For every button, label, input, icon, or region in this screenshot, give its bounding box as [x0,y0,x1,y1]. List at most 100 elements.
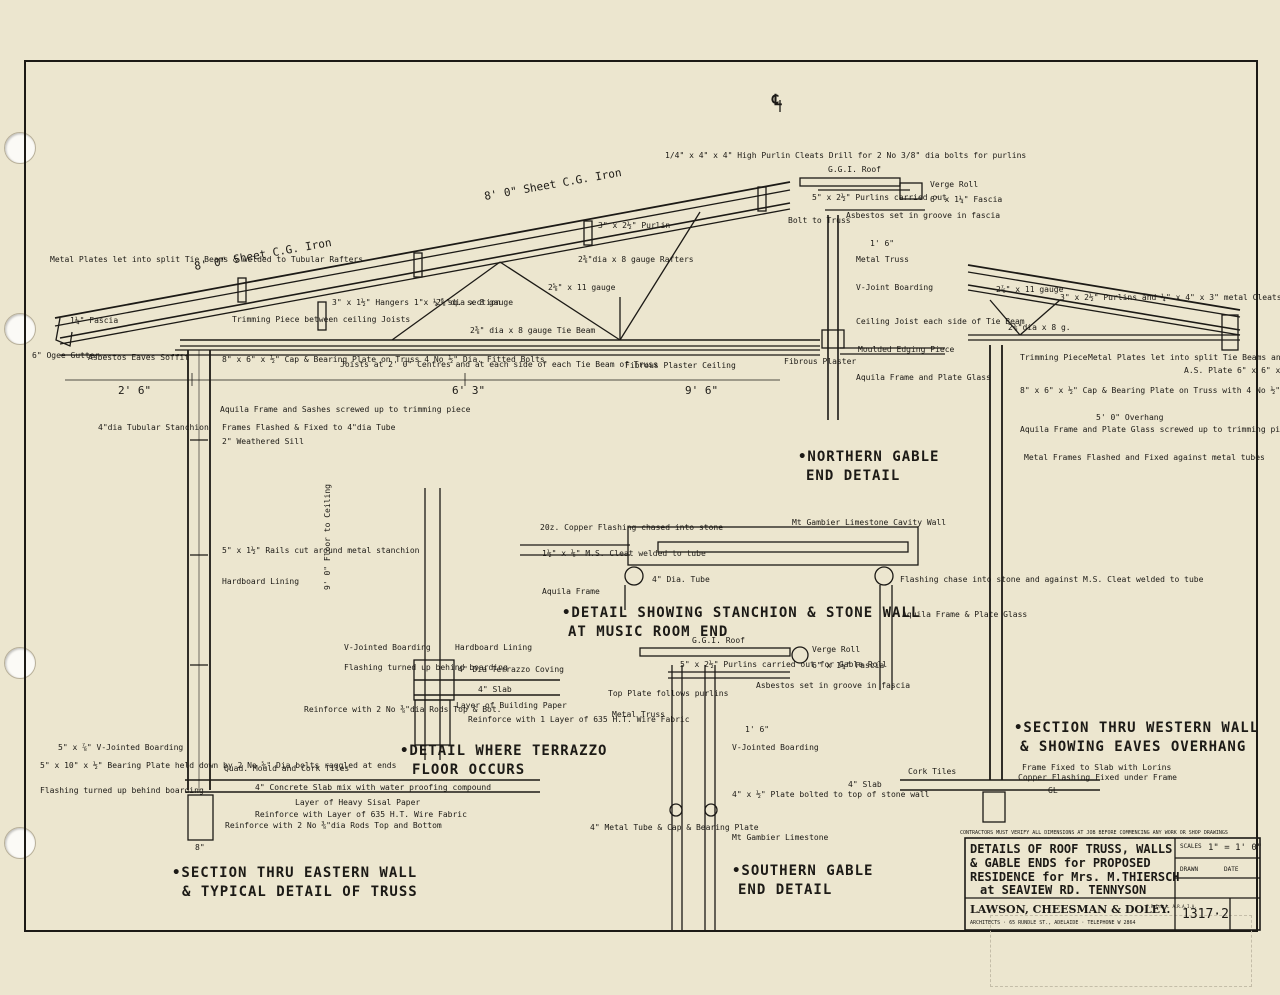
label-tie-beam: 2⅜" dia x 8 gauge Tie Beam [470,326,595,335]
label-asbestos-groove: Asbestos set in groove in fascia [846,211,1000,220]
title-line-2: & GABLE ENDS for PROPOSED [970,856,1151,870]
date-label: DATE [1224,866,1239,873]
label-reinforce-fabric: Reinforce with Layer of 635 H.T. Wire Fa… [255,810,467,819]
terrazzo-subtitle: FLOOR OCCURS [412,762,525,778]
dim-1-6: 1' 6" [870,239,894,248]
east-section-title: •SECTION THRU EASTERN WALL [172,865,417,881]
scales-label: SCALES [1180,843,1202,850]
south-gable-title: •SOUTHERN GABLE [732,863,873,879]
label-metal-plates: Metal Plates let into split Tie Beams & … [50,255,363,264]
label-ogee-gutter: 6" Ogee Gutter [32,351,100,360]
label-purlin: 3" x 2½" Purlin [598,220,670,230]
label-tz-reinforce: Reinforce with 1 Layer of 635 H.T. Wire … [468,715,690,724]
label-tz-flashing: Flashing turned up behind boarding [344,663,508,672]
title-block: CONTRACTORS MUST VERIFY ALL DIMENSIONS A… [960,830,1262,926]
label-rails: 5" x 1½" Rails cut around metal stanchio… [222,545,420,555]
label-tz-vjoint: V-Jointed Boarding [344,643,431,652]
label-ws-frame: Frame Fixed to Slab with Lorins [1022,763,1171,772]
label-quad-mould: Quad. Mould and Cork Tiles [224,764,349,773]
label-music-copper: 20z. Copper Flashing chased into stone [540,523,723,532]
drawn-label: DRAWN [1180,866,1198,873]
label-concrete-slab: 4" Concrete Slab mix with water proofing… [255,783,491,792]
label-w-overhang: 5' 0" Overhang [1096,413,1164,422]
label-fibrous-ceiling: Fibrous Plaster Ceiling [625,361,736,370]
label-gauge-11: 2⅝" x 11 gauge [548,283,616,292]
label-bearing-plate: 5" x 10" x ½" Bearing Plate held down by… [40,760,397,770]
punch-hole [4,647,36,679]
label-s-limestone: Mt Gambier Limestone [732,833,829,842]
label-reinforce-rods: Reinforce with 2 No ⅜"dia Rods Top and B… [225,821,442,830]
label-weathered-sill: 2" Weathered Sill [222,437,304,446]
label-w-asplate: A.S. Plate 6" x 6" x ⅜" [1184,366,1280,375]
dim-8: 8" [195,843,205,852]
label-ws-cork: Cork Tiles [908,767,956,776]
label-w-frames: Metal Frames Flashed and Fixed against m… [1024,453,1265,462]
label-music-flashing: Flashing chase into stone and against M.… [900,575,1204,584]
label-ws-copper: Copper Flashing Fixed under Frame [1018,773,1177,782]
label-s-vjoint: V-Jointed Boarding [732,743,819,752]
label-cap-bearing: 8" x 6" x ½" Cap & Bearing Plate on Trus… [222,354,545,364]
label-moulded-edging: Moulded Edging Piece [858,345,955,354]
label-music-aquila: Aquila Frame [542,587,600,596]
label-s-topplate: Top Plate follows purlins [608,689,729,698]
drawing-border [24,60,1258,932]
north-gable-subtitle: END DETAIL [806,468,900,484]
label-fascia-gable: 6" x 1¼" Fascia [930,195,1002,204]
east-section-subtitle: & TYPICAL DETAIL OF TRUSS [182,884,418,900]
label-tz-hardboard: Hardboard Lining [455,643,532,652]
south-gable-subtitle: END DETAIL [738,882,832,898]
music-room-subtitle: AT MUSIC ROOM END [568,624,728,640]
label-w-gauge8: 2⅜"dia x 8 g. [1008,323,1071,332]
west-section-title: •SECTION THRU WESTERN WALL [1014,720,1259,736]
contractor-note: CONTRACTORS MUST VERIFY ALL DIMENSIONS A… [960,830,1228,836]
label-ceiling-joist: Ceiling Joist each side of Tie Beam [856,317,1025,326]
label-gauge-8: 2⅜"dia x 8 gauge [436,298,513,307]
label-s-purlins: 5" x 2½" Purlins carried out for Gable R… [680,659,887,669]
label-rafters: 2⅜"dia x 8 gauge Rafters [578,255,694,264]
label-s-fascia: 6" x 1¼" Fascia [812,661,884,670]
label-fascia: 1¼" Fascia [70,316,118,325]
label-ggi-roof: G.G.I. Roof [828,165,881,174]
punch-hole [4,132,36,164]
label-tz-slab: 4" Slab [478,685,512,694]
linework [54,100,1261,931]
firm-name: LAWSON, CHEESMAN & DOLEY. [970,903,1170,916]
label-tz-coving: 4" Dia Terrazzo Coving [458,665,564,674]
label-w-plates: Metal Plates let into split Tie Beams an… [1088,353,1280,362]
label-ws-slab: 4" Slab [848,780,882,789]
label-joists: Joists at 2' 0" Centres and at each side… [340,360,658,369]
music-room-title: •DETAIL SHOWING STANCHION & STONE WALL [562,605,920,621]
north-gable-title: •NORTHERN GABLE [798,449,939,465]
title-line-4: at SEAVIEW RD. TENNYSON [980,883,1146,897]
label-trimming-piece: Trimming Piece between ceiling Joists [232,315,410,324]
scales-value: 1" = 1' 0" [1208,843,1262,853]
label-asbestos-soffit: Asbestos Eaves Soffit [88,353,189,362]
dim-9-6: 9' 6" [685,384,718,397]
label-aquila-plate: Aquila Frame and Plate Glass [856,373,991,382]
label-flashing-behind: Flashing turned up behind boarding [40,786,204,795]
label-floor-ceiling: 9' 0" Floor to Ceiling [323,484,332,590]
label-hangers: 3" x 1½" Hangers 1"x ¼" sq. section [332,297,501,307]
label-s-verge: Verge Roll [812,645,860,654]
annotations: ℄ 8' 0" Sheet C.G. Iron 8' 0" Sheet C.G.… [32,91,1280,900]
label-s-tube: 4" Metal Tube & Cap & Bearing Plate [590,823,759,832]
label-w-trimming: Trimming Piece [1020,353,1088,362]
label-metal-truss: Metal Truss [856,255,909,264]
dim-s-1-6: 1' 6" [745,725,769,734]
label-hardboard-lining: Hardboard Lining [222,577,299,586]
label-frames-flashed: Frames Flashed & Fixed to 4"dia Tube [222,423,396,432]
label-ws-gl: GL [1048,786,1058,795]
label-w-purlins: 3" x 2½" Purlins and ¼" x 4" x 3" metal … [1060,292,1280,302]
label-aquila-frames: Aquila Frame and Sashes screwed up to tr… [220,405,471,414]
punch-hole [4,313,36,345]
label-s-ggi: G.G.I. Roof [692,636,745,645]
label-w-cap: 8" x 6" x ½" Cap & Bearing Plate on Trus… [1020,385,1280,395]
label-w-gauge11: 2⅞" x 11 gauge [996,285,1064,294]
label-purlin-carried: 5" x 2½" Purlins carried out [812,192,947,202]
label-sheet-iron: 8' 0" Sheet C.G. Iron [483,166,622,203]
label-v-boarding: 5" x ⅞" V-Jointed Boarding [58,743,183,752]
title-line-1: DETAILS OF ROOF TRUSS, WALLS [970,842,1172,856]
label-bolt-truss: Bolt to Truss [788,216,851,225]
